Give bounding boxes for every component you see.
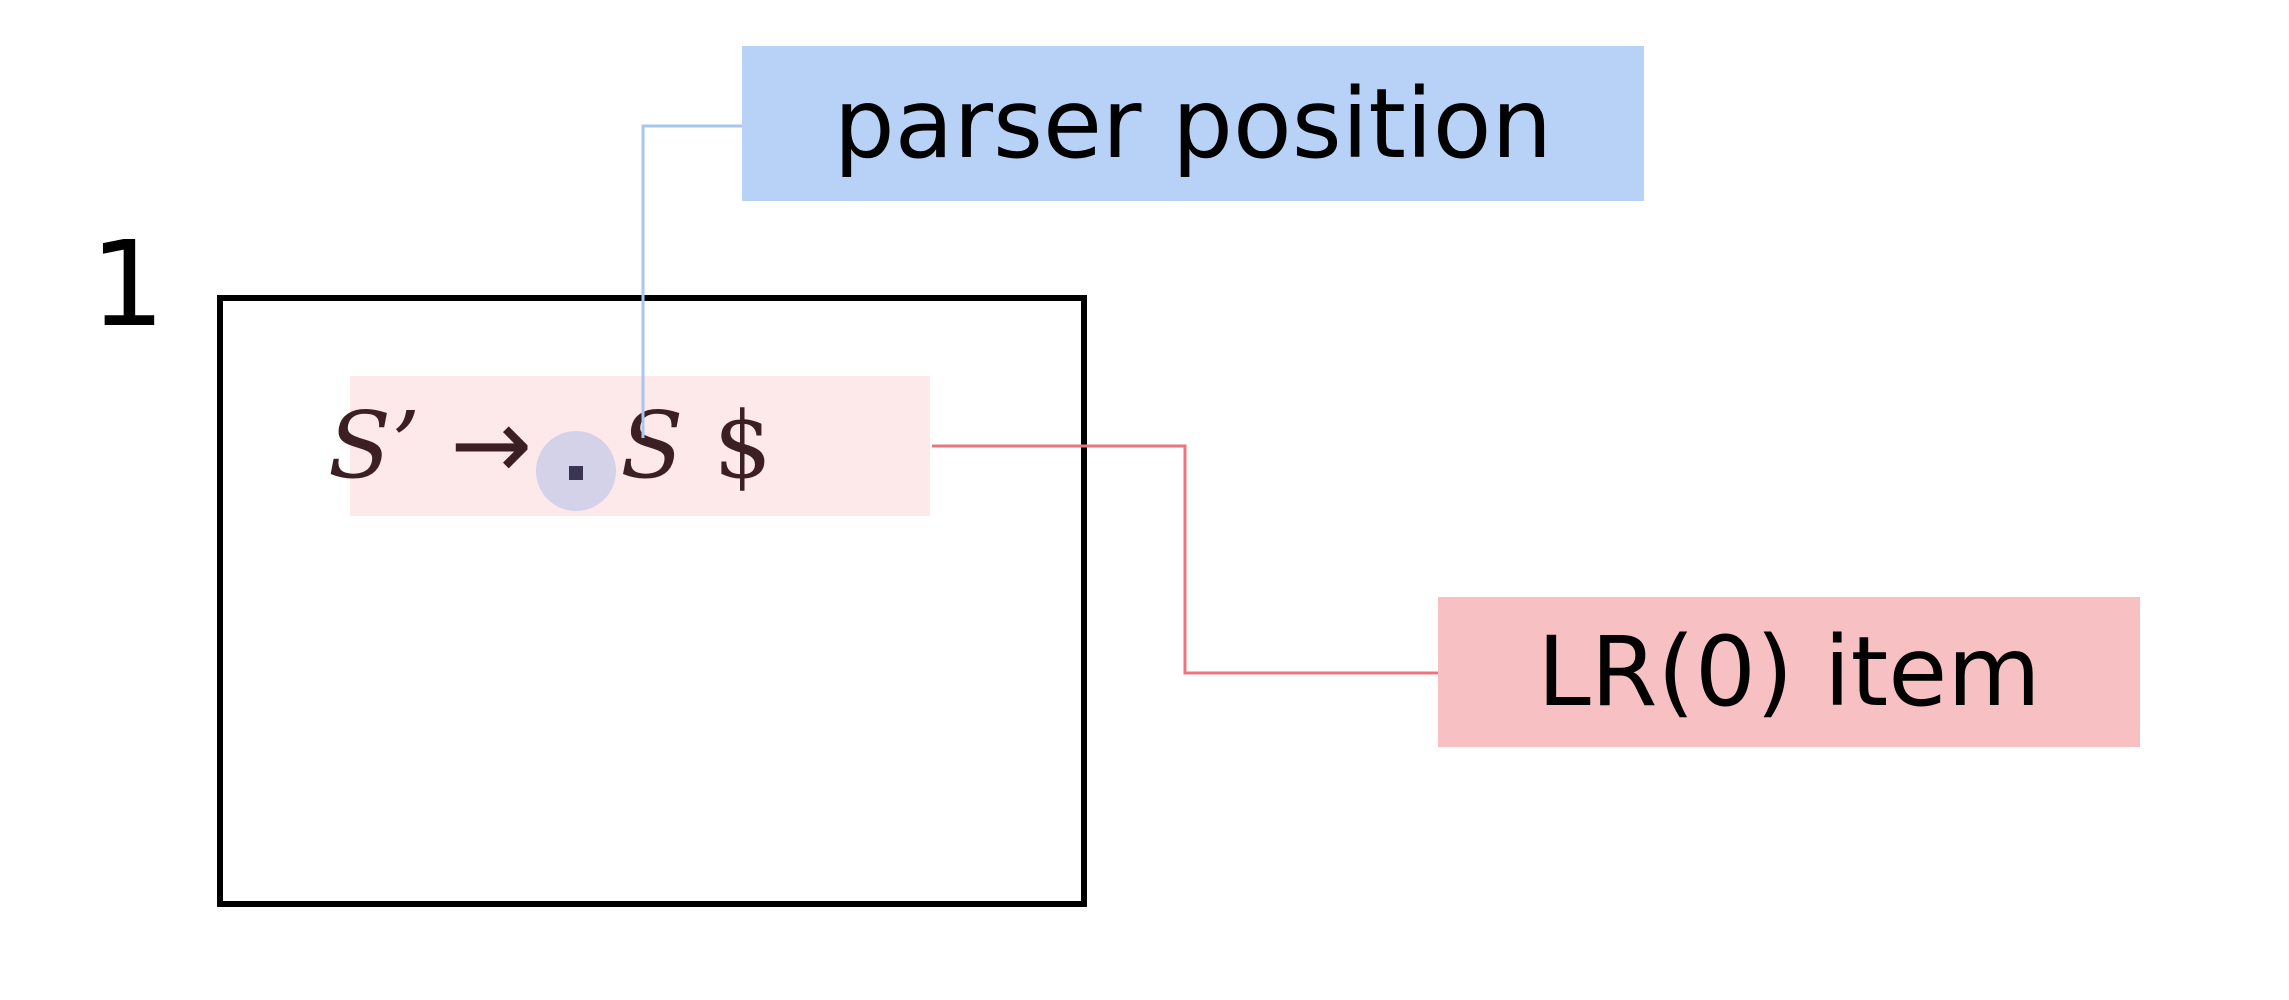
production-rule: S’ → S $ <box>328 370 772 520</box>
lr0-item-label: LR(0) item <box>1438 597 2140 747</box>
production-end-marker: $ <box>713 391 772 499</box>
dot-marker <box>569 466 584 480</box>
parser-position-dot <box>536 431 617 511</box>
production-lhs: S’ <box>328 391 421 499</box>
production-arrow: → <box>450 388 533 502</box>
production-rhs-symbol: S <box>620 391 684 499</box>
parser-position-label: parser position <box>742 46 1644 201</box>
item-highlight <box>350 376 930 516</box>
state-number: 1 <box>90 215 166 353</box>
